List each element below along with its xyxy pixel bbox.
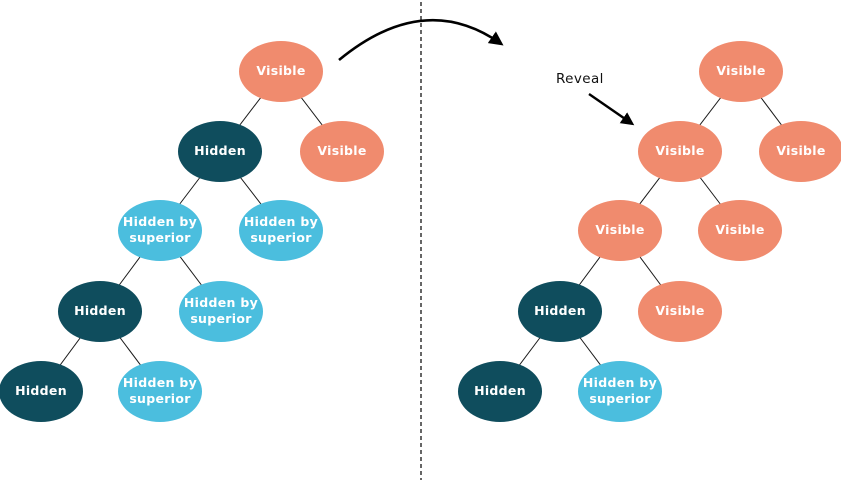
reveal-label: Reveal: [556, 71, 604, 87]
tree-node-hidden-by-superior: Hidden by superior: [118, 199, 202, 261]
tree-node-label: Visible: [716, 63, 766, 78]
tree-node-label: Hidden: [194, 143, 246, 158]
tree-node-hidden-by-superior: Hidden by superior: [578, 360, 662, 422]
tree-node-visible: Visible: [698, 199, 782, 261]
tree-node-hidden: Hidden: [178, 120, 262, 182]
transform-arrow: [338, 18, 504, 62]
tree-node-visible: Visible: [638, 120, 722, 182]
tree-node-label: Hidden by superior: [582, 375, 658, 406]
tree-node-label: Hidden: [74, 303, 126, 318]
tree-node-hidden-by-superior: Hidden by superior: [239, 199, 323, 261]
reveal-arrow: [588, 93, 635, 126]
tree-node-label: Hidden: [474, 383, 526, 398]
tree-node-label: Hidden by superior: [122, 375, 198, 406]
tree-node-hidden-by-superior: Hidden by superior: [179, 280, 263, 342]
tree-node-label: Visible: [317, 143, 367, 158]
tree-node-hidden-by-superior: Hidden by superior: [118, 360, 202, 422]
tree-node-label: Hidden by superior: [122, 214, 198, 245]
tree-node-hidden: Hidden: [518, 280, 602, 342]
tree-node-label: Hidden: [534, 303, 586, 318]
tree-node-hidden: Hidden: [0, 360, 83, 422]
tree-node-hidden: Hidden: [458, 360, 542, 422]
tree-node-visible: Visible: [300, 120, 384, 182]
tree-node-label: Visible: [776, 143, 826, 158]
tree-node-label: Hidden: [15, 383, 67, 398]
tree-node-label: Visible: [655, 143, 705, 158]
tree-node-visible: Visible: [578, 199, 662, 261]
tree-node-label: Visible: [715, 222, 765, 237]
tree-node-label: Visible: [655, 303, 705, 318]
tree-node-hidden: Hidden: [58, 280, 142, 342]
tree-node-label: Hidden by superior: [183, 295, 259, 326]
tree-node-visible: Visible: [239, 40, 323, 102]
tree-node-visible: Visible: [699, 40, 783, 102]
tree-node-visible: Visible: [759, 120, 841, 182]
tree-node-label: Visible: [256, 63, 306, 78]
tree-node-label: Hidden by superior: [243, 214, 319, 245]
tree-node-label: Visible: [595, 222, 645, 237]
tree-node-visible: Visible: [638, 280, 722, 342]
